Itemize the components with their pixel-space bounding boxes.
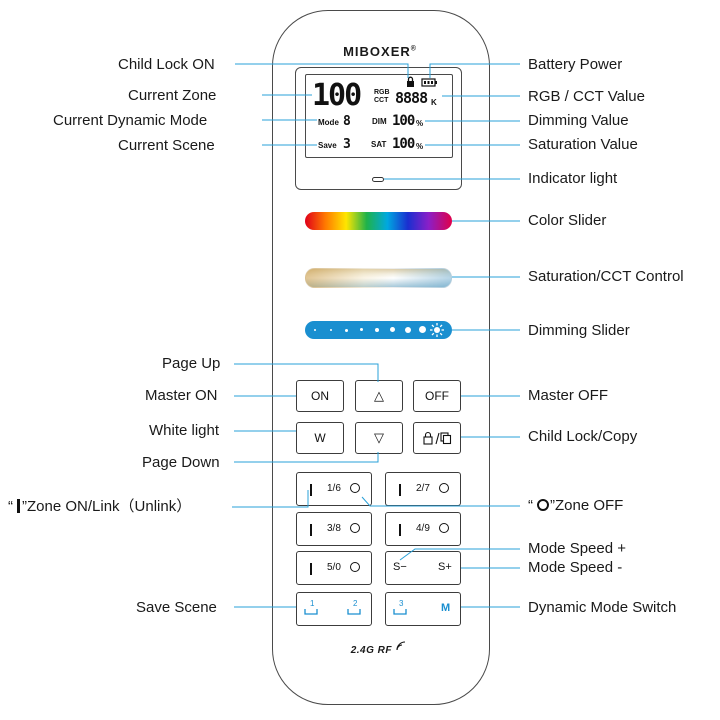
label-zone-off: “”Zone OFF (528, 497, 624, 514)
lock-battery-icons (407, 76, 437, 87)
label-color-slider: Color Slider (528, 212, 607, 229)
label-dimming-slider: Dimming Slider (528, 322, 630, 339)
color-slider[interactable] (305, 212, 452, 230)
label-rgb-cct-value: RGB / CCT Value (528, 88, 645, 105)
dynamic-mode-label: M (441, 602, 451, 614)
dim-label: DIM (372, 117, 387, 126)
master-on-button[interactable]: ON (296, 380, 344, 412)
wireless-icon (396, 641, 406, 651)
label-current-zone: Current Zone (128, 87, 217, 104)
label-child-lock-copy: Child Lock/Copy (528, 428, 638, 445)
indicator-light (372, 177, 384, 182)
mode-value: 8 (343, 114, 351, 129)
lock-icon (407, 76, 414, 87)
lock-copy-icon (423, 431, 452, 445)
label-mode-speed-minus: Mode Speed - (528, 559, 623, 576)
zone-off-circle-icon (537, 499, 549, 511)
label-zone-on-link: “”Zone ON/Link（Unlink） (8, 498, 192, 515)
save-value: 3 (343, 137, 351, 152)
label-save-scene: Save Scene (136, 599, 217, 616)
label-saturation-cct-control: Saturation/CCT Control (528, 268, 684, 285)
rgb-cct-digits: 8888 (395, 89, 428, 107)
page-down-button[interactable]: ▽ (355, 422, 403, 454)
label-page-down: Page Down (142, 454, 220, 471)
white-light-button[interactable]: W (296, 422, 344, 454)
saturation-overlay (305, 268, 452, 288)
mode-label: Mode (318, 118, 339, 127)
label-master-on: Master ON (145, 387, 218, 404)
dimming-slider[interactable] (305, 321, 452, 339)
label-saturation-value: Saturation Value (528, 136, 638, 153)
page-up-button[interactable]: △ (355, 380, 403, 412)
label-mode-speed-plus: Mode Speed + (528, 540, 626, 557)
rf-logo: 2.4G RF (330, 641, 430, 656)
brand-logo: MIBOXER® (343, 44, 417, 59)
mode-speed-button[interactable]: S− S+ (385, 551, 461, 585)
zone-button-3-8[interactable]: 3/8 (296, 512, 372, 546)
label-current-scene: Current Scene (118, 137, 215, 154)
current-zone-digits: 100 (312, 78, 362, 113)
zone-bar-icon (17, 499, 20, 513)
save-slot-3-icon (393, 609, 407, 615)
label-child-lock-on: Child Lock ON (118, 56, 215, 73)
label-page-up: Page Up (162, 355, 221, 372)
zone-button-1-6[interactable]: 1/6 (296, 472, 372, 506)
label-battery-power: Battery Power (528, 56, 623, 73)
battery-icon (421, 78, 437, 87)
label-indicator-light: Indicator light (528, 170, 618, 187)
lcd-housing (295, 67, 462, 190)
sat-value: 100 (392, 136, 415, 152)
scene-3-mode-button[interactable]: 3 M (385, 592, 461, 626)
sun-icon (430, 323, 444, 337)
speed-minus-label: S− (393, 561, 407, 573)
sat-label: SAT (371, 140, 387, 149)
dim-value: 100 (392, 113, 415, 129)
cct-label: CCT (374, 97, 389, 104)
label-dimming-value: Dimming Value (528, 112, 629, 129)
label-master-off: Master OFF (528, 387, 609, 404)
master-off-button[interactable]: OFF (413, 380, 461, 412)
sat-unit: % (416, 142, 424, 151)
save-slot-icons (304, 609, 361, 615)
rgb-label: RGB (374, 89, 390, 96)
save-scene-button[interactable]: 1 2 (296, 592, 372, 626)
save-label: Save (318, 141, 337, 150)
zone-button-4-9[interactable]: 4/9 (385, 512, 461, 546)
label-dynamic-mode-switch: Dynamic Mode Switch (528, 599, 677, 616)
speed-plus-label: S+ (438, 561, 452, 573)
zone-button-5-0[interactable]: 5/0 (296, 551, 372, 585)
lcd-screen (305, 74, 453, 158)
child-lock-copy-button[interactable] (413, 422, 461, 454)
label-current-dynamic-mode: Current Dynamic Mode (53, 112, 208, 129)
label-white-light: White light (149, 422, 220, 439)
kelvin-unit: K (431, 98, 437, 107)
dim-unit: % (416, 119, 424, 128)
